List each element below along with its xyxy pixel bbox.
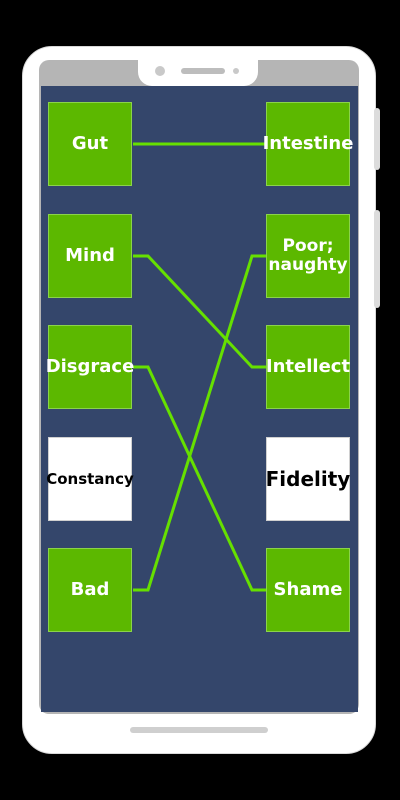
volume-button: [374, 108, 380, 170]
power-button: [374, 210, 380, 308]
left-card-bad[interactable]: Bad: [48, 548, 132, 632]
camera-icon: [155, 66, 165, 76]
right-card-shame[interactable]: Shame: [266, 548, 350, 632]
speaker-grille: [181, 68, 225, 74]
right-card-intellect[interactable]: Intellect: [266, 325, 350, 409]
right-card-intestine[interactable]: Intestine: [263, 102, 353, 186]
left-card-constancy[interactable]: Constancy: [46, 437, 134, 521]
left-card-disgrace[interactable]: Disgrace: [46, 325, 134, 409]
right-card-fidelity[interactable]: Fidelity: [266, 437, 350, 521]
home-indicator[interactable]: [130, 727, 268, 733]
right-card-poor-naughty[interactable]: Poor; naughty: [266, 214, 350, 298]
left-card-gut[interactable]: Gut: [48, 102, 132, 186]
sensor-dot: [233, 68, 239, 74]
left-card-mind[interactable]: Mind: [48, 214, 132, 298]
